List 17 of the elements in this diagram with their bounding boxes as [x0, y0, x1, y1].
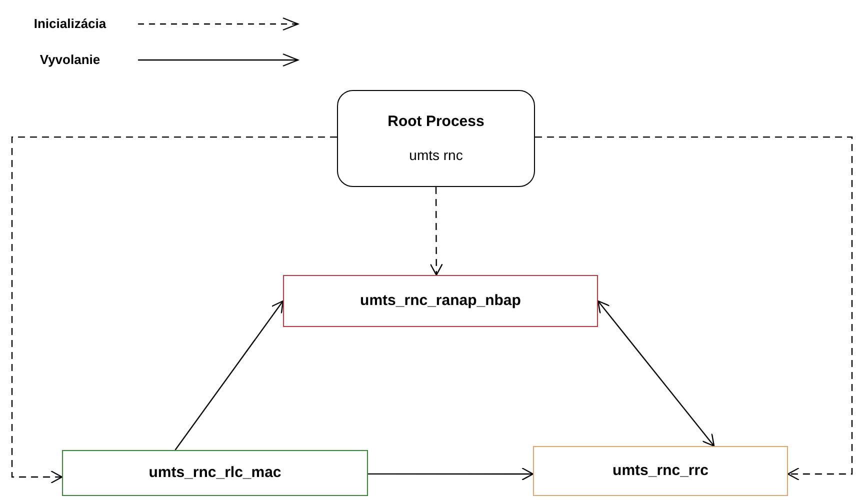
legend-text: Inicializácia — [32, 15, 108, 33]
process-name: umts_rnc_rrc — [612, 460, 708, 481]
arrow — [11, 136, 337, 484]
legend-text: Vyvolanie — [38, 51, 102, 69]
process-name: umts_rnc_rlc_mac — [148, 462, 282, 483]
arrow — [597, 300, 715, 447]
root-process-box — [337, 90, 535, 187]
process-box — [283, 275, 598, 327]
process-box — [533, 446, 788, 496]
arrow — [174, 300, 284, 450]
arrow — [368, 467, 534, 481]
arrow — [535, 136, 853, 481]
process-name: Root Process — [388, 112, 484, 132]
arrow — [430, 187, 443, 276]
process-box — [62, 450, 368, 496]
process-name: umts_rnc_ranap_nbap — [360, 290, 521, 311]
process-label: umts rnc — [409, 146, 463, 166]
